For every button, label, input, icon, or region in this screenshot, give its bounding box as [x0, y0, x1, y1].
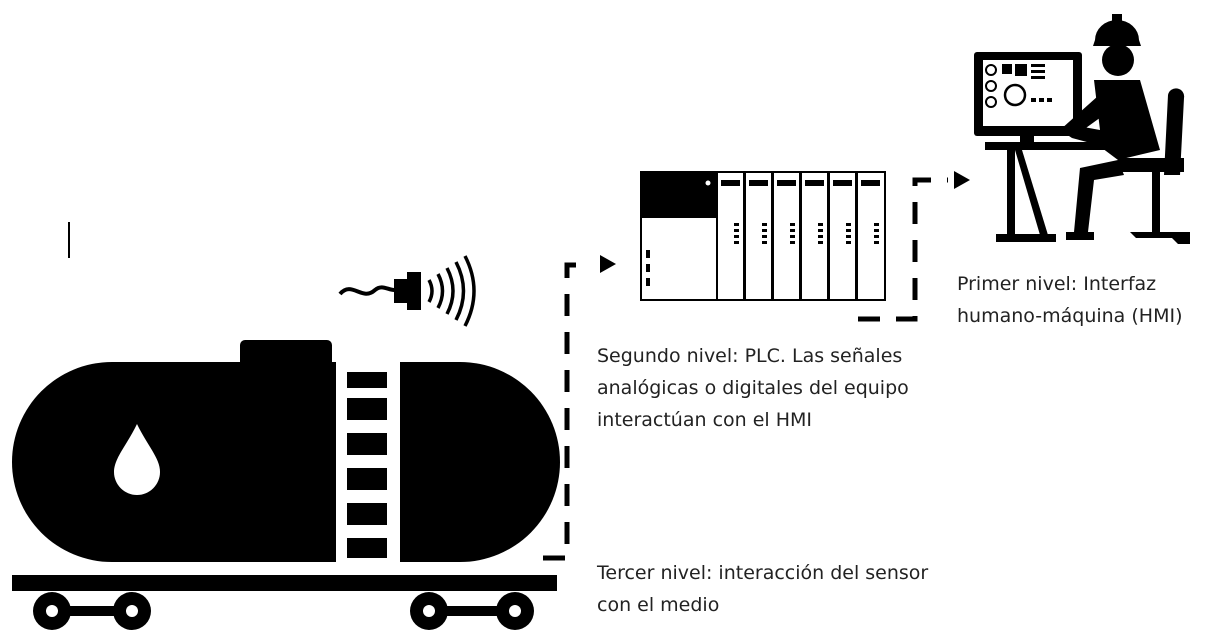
operator-workstation-icon	[974, 14, 1190, 244]
label-primer-nivel: Primer nivel: Interfaz humano-máquina (H…	[957, 273, 1183, 327]
tank-dome	[240, 340, 332, 376]
droplet-icon	[114, 424, 160, 495]
sensor-icon	[338, 255, 476, 327]
label-tercer-nivel: Tercer nivel: interacción del sensor con…	[597, 562, 929, 616]
tank-wagon-icon	[12, 340, 560, 630]
plc-icon	[640, 171, 886, 301]
label-segundo-nivel: Segundo nivel: PLC. Las señales analógic…	[597, 345, 909, 431]
wagon-wheels	[33, 592, 534, 630]
plc-modules	[716, 171, 886, 301]
tank-body-right	[400, 362, 560, 562]
wagon-chassis	[12, 575, 557, 591]
text-cursor	[68, 222, 70, 258]
arrowhead-hmi	[954, 171, 970, 189]
tank-ladder	[347, 372, 387, 558]
connector-tank-plc	[543, 262, 588, 561]
arrowhead-plc	[600, 255, 616, 273]
connector-plc-hmi	[858, 177, 948, 322]
tank-body-left	[12, 362, 336, 562]
